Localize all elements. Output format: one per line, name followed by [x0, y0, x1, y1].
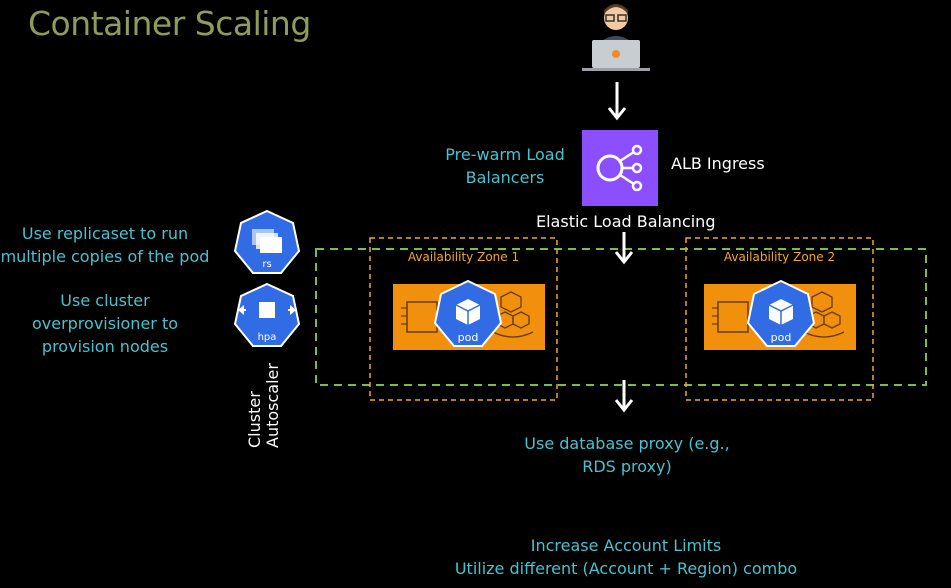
user-laptop-icon — [582, 4, 650, 71]
prewarm-line-2: Balancers — [465, 168, 545, 187]
az1-pod-label: pod — [458, 331, 479, 344]
prewarm-line-1: Pre-warm Load — [445, 145, 565, 164]
limits-line-2: Utilize different (Account + Region) com… — [454, 559, 798, 578]
hpa-icon-label: hpa — [258, 332, 277, 343]
az1-border — [369, 237, 558, 401]
az2-pod-label: pod — [771, 331, 792, 344]
arrow-down-db-icon — [614, 380, 634, 413]
hpa-icon: hpa — [233, 282, 301, 347]
limits-line-1: Increase Account Limits — [530, 536, 722, 555]
alb-ingress-label: ALB Ingress — [671, 154, 765, 173]
overprovisioner-text: Use cluster overprovisioner to provision… — [0, 289, 210, 358]
prewarm-text: Pre-warm Load Balancers — [436, 143, 574, 189]
replicaset-text: Use replicaset to run multiple copies of… — [0, 222, 210, 268]
alb-ingress-icon — [582, 130, 658, 206]
replicaset-line-2: multiple copies of the pod — [0, 247, 210, 266]
auto-scaling-group-border — [315, 248, 927, 386]
az2-border — [685, 237, 874, 401]
overprov-line-3: provision nodes — [41, 337, 169, 356]
rs-icon-label: rs — [262, 259, 271, 270]
overprov-line-2: overprovisioner to — [31, 314, 179, 333]
db-proxy-text: Use database proxy (e.g., RDS proxy) — [500, 432, 754, 478]
az1-pod-icon: pod — [433, 279, 503, 347]
page-title: Container Scaling — [28, 4, 311, 43]
az2-label: Availability Zone 2 — [723, 250, 836, 264]
elb-label: Elastic Load Balancing — [536, 212, 716, 231]
arrow-down-elb-icon — [614, 232, 634, 265]
az1-label: Availability Zone 1 — [407, 250, 520, 264]
replicaset-icon: rs — [233, 209, 301, 274]
db-line-2: RDS proxy) — [582, 457, 672, 476]
db-line-1: Use database proxy (e.g., — [524, 434, 730, 453]
az2-pod-icon: pod — [746, 279, 816, 347]
account-limits-text: Increase Account Limits Utilize differen… — [430, 534, 822, 580]
arrow-down-icon — [607, 82, 627, 121]
overprov-line-1: Use cluster — [60, 291, 150, 310]
replicaset-line-1: Use replicaset to run — [21, 224, 189, 243]
